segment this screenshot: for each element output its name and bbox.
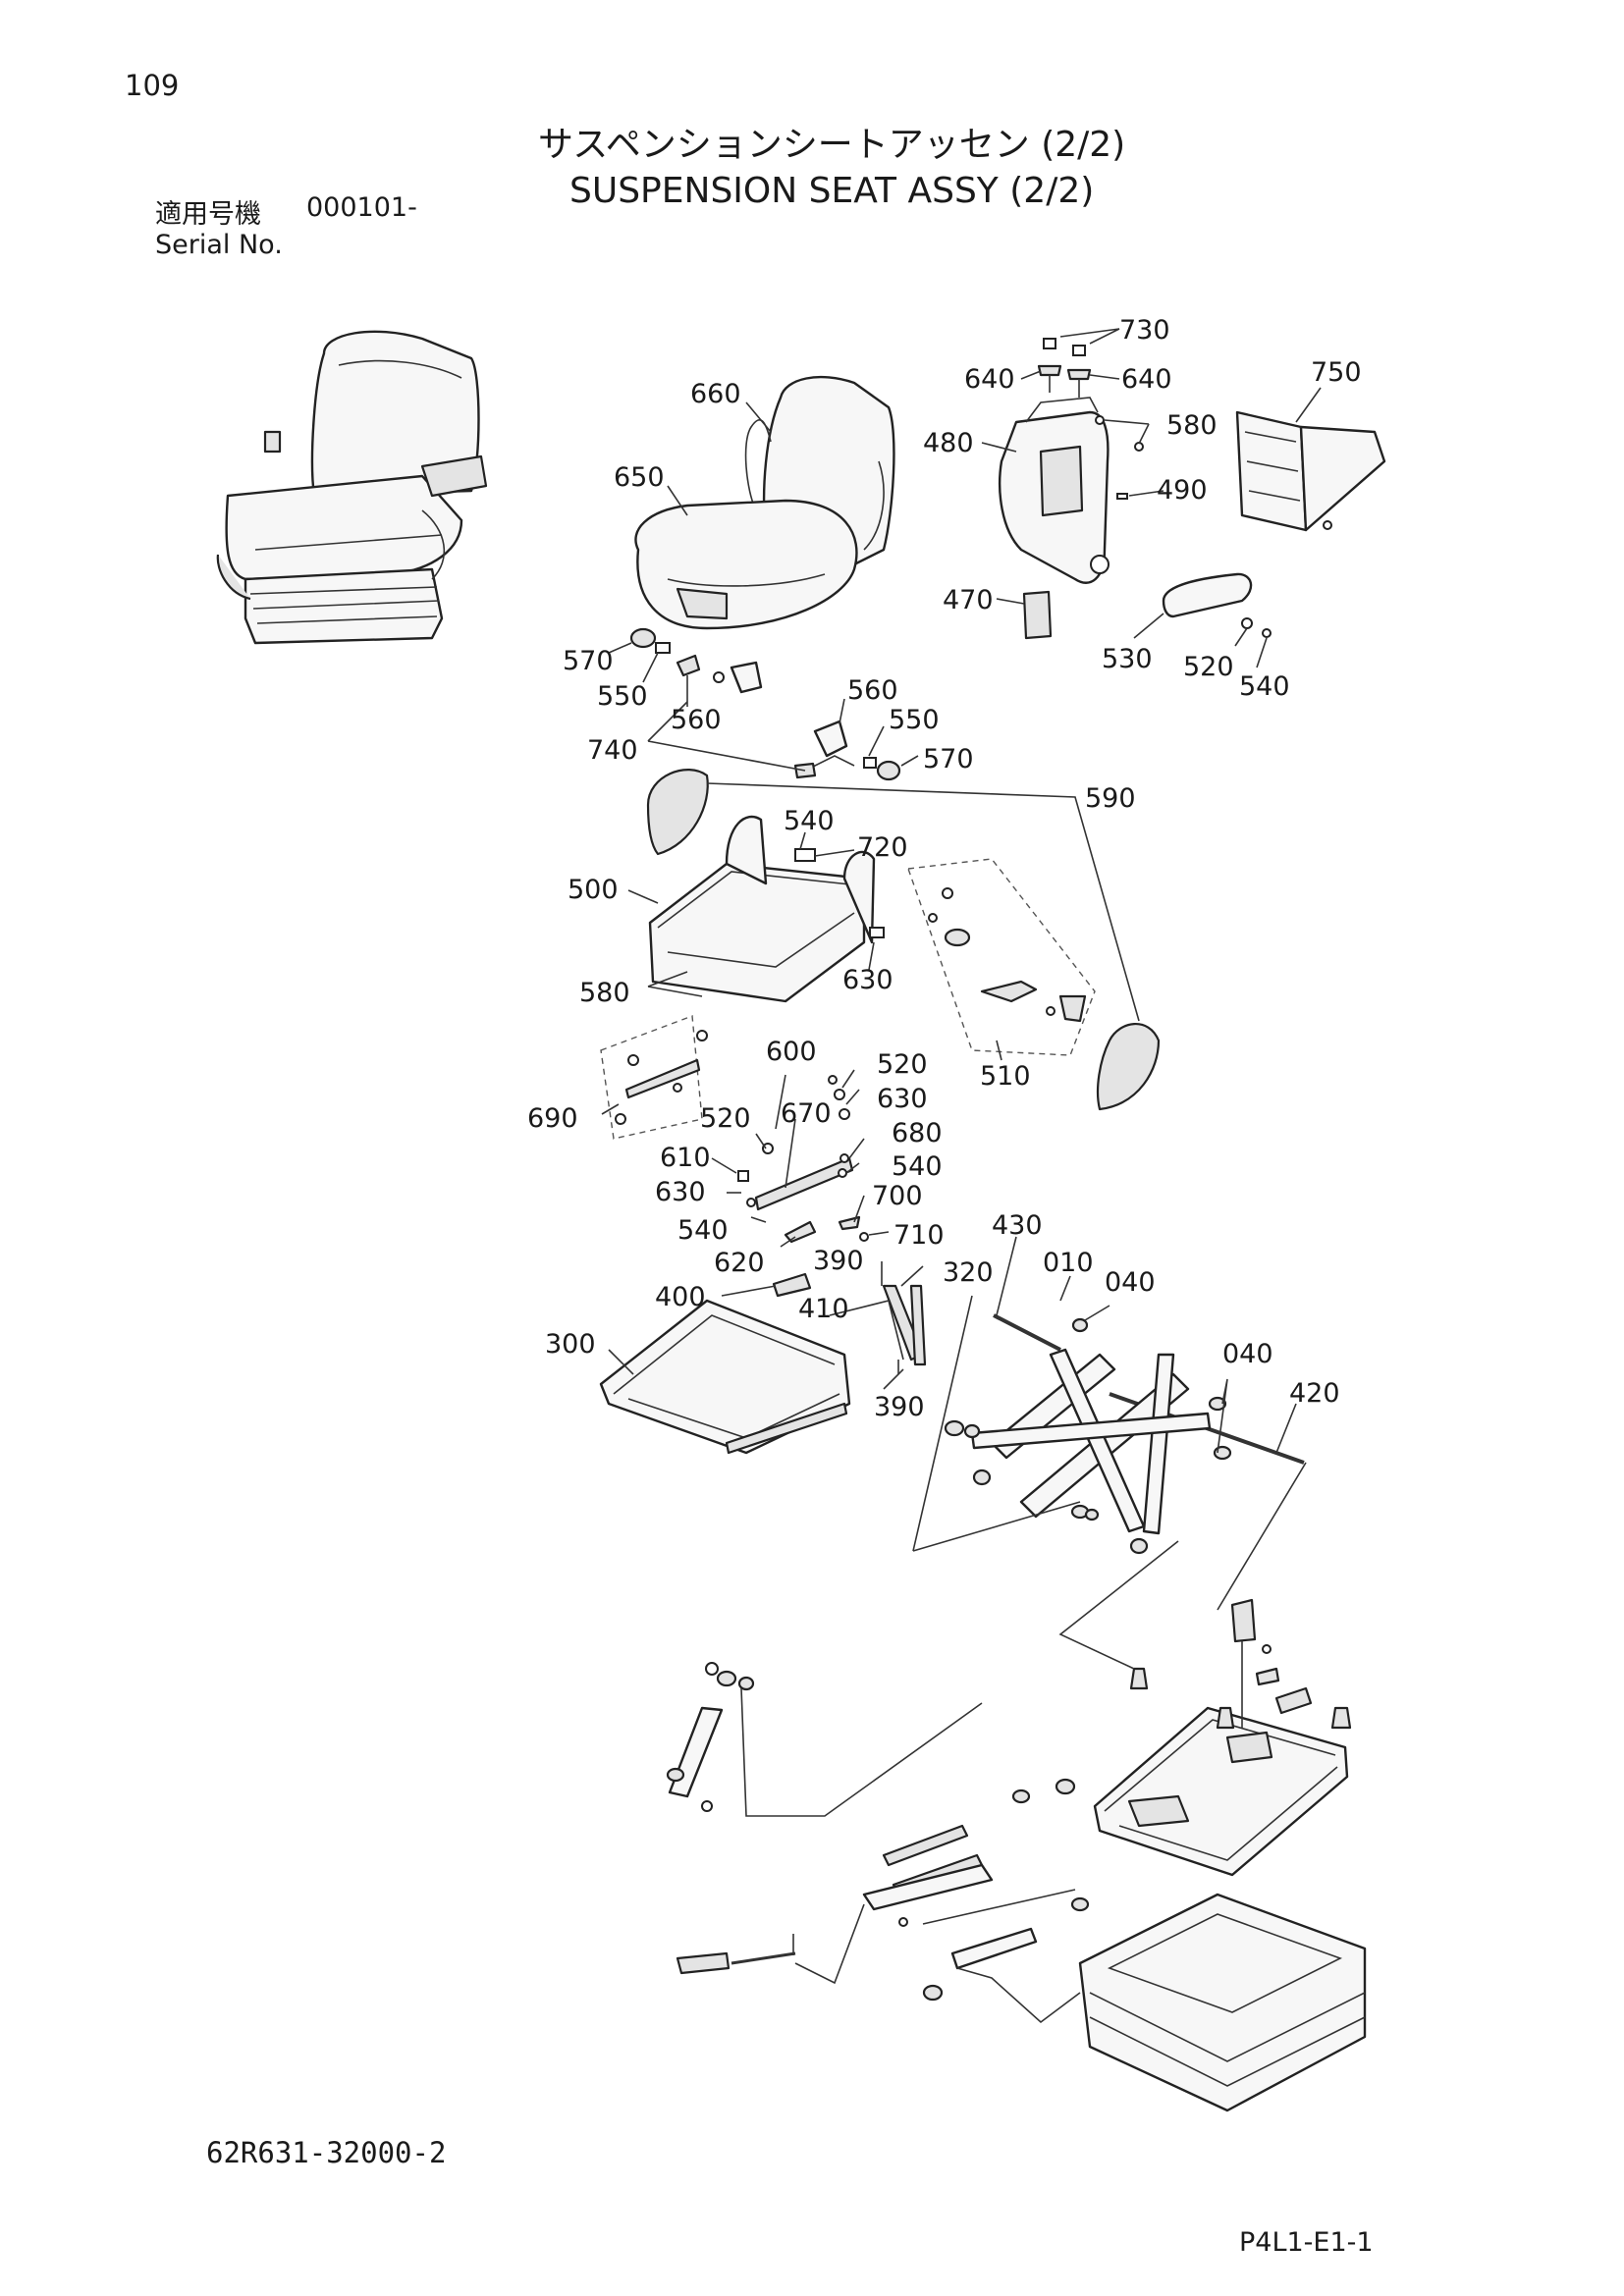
part-650-seat-cushion: [634, 499, 858, 630]
part-300-base-plate: [599, 1272, 851, 1455]
callout-580: 580: [1166, 410, 1218, 441]
callout-560: 560: [847, 675, 898, 706]
callout-710: 710: [893, 1220, 945, 1251]
callout-490: 490: [1157, 475, 1208, 506]
callout-700: 700: [872, 1181, 923, 1211]
callout-540: 540: [892, 1151, 943, 1182]
part-base-plate-lower: [1093, 1598, 1352, 1877]
callout-390: 390: [813, 1246, 864, 1276]
callout-630: 630: [877, 1084, 928, 1114]
page-code: P4L1-E1-1: [1239, 2227, 1374, 2258]
callout-630: 630: [655, 1177, 706, 1207]
part-480-back-frame: [999, 397, 1110, 584]
callout-040: 040: [1105, 1267, 1156, 1298]
callout-420: 420: [1289, 1378, 1340, 1409]
callout-620: 620: [714, 1248, 765, 1278]
part-530-armrest: [1162, 572, 1272, 638]
callout-540: 540: [677, 1215, 729, 1246]
callout-550: 550: [597, 681, 648, 712]
callout-640: 640: [964, 364, 1015, 395]
part-510-lever-assembly: [907, 858, 1096, 1056]
callout-750: 750: [1311, 357, 1362, 388]
callout-540: 540: [784, 806, 835, 836]
part-470-block: [1022, 590, 1053, 640]
document-code: 62R631-32000-2: [206, 2136, 447, 2169]
callout-480: 480: [923, 428, 974, 458]
callout-660: 660: [690, 379, 741, 409]
page-title-english: SUSPENSION SEAT ASSY (2/2): [569, 171, 1095, 211]
part-320-390-410-link: [881, 1261, 927, 1374]
callout-670: 670: [781, 1098, 832, 1129]
seat-assembly-overview: [216, 330, 488, 645]
callout-390: 390: [874, 1392, 925, 1422]
serial-label-japanese: 適用号機: [155, 199, 261, 230]
callout-560: 560: [671, 705, 722, 735]
part-570-550-560-fittings: [629, 627, 901, 781]
callout-labels: 730 640 640 750 660 580 480 490 650 470 …: [527, 315, 1362, 1422]
callout-320: 320: [943, 1257, 994, 1288]
callout-300: 300: [545, 1329, 596, 1360]
callout-650: 650: [614, 462, 665, 493]
part-500-seat-frame: [648, 815, 885, 1003]
leader-lines: [601, 328, 1322, 2024]
callout-430: 430: [992, 1210, 1043, 1241]
serial-value: 000101-: [306, 192, 417, 223]
part-690-rail-set: [600, 1015, 708, 1140]
callout-610: 610: [660, 1143, 711, 1173]
callout-600: 600: [766, 1037, 817, 1067]
callout-550: 550: [889, 705, 940, 735]
callout-590: 590: [1085, 783, 1136, 814]
page-title-japanese: サスペンションシートアッセン (2/2): [538, 125, 1126, 165]
callout-410: 410: [798, 1294, 849, 1324]
part-750-storage-box: [1235, 410, 1386, 532]
part-bellows-cover: [1078, 1893, 1367, 2112]
callout-570: 570: [923, 744, 974, 774]
callout-010: 010: [1043, 1248, 1094, 1278]
callout-520: 520: [700, 1103, 751, 1134]
callout-690: 690: [527, 1103, 578, 1134]
callout-680: 680: [892, 1118, 943, 1148]
part-spring-assembly: [862, 1778, 1090, 1927]
serial-label-english: Serial No.: [155, 230, 283, 260]
callout-520: 520: [877, 1049, 928, 1080]
callout-510: 510: [980, 1061, 1031, 1092]
callout-400: 400: [655, 1282, 706, 1312]
part-590-side-covers: [646, 769, 1161, 1111]
part-scissor-mechanism: [944, 1313, 1305, 1555]
callout-520: 520: [1183, 652, 1234, 682]
part-adjust-rod: [676, 1927, 1038, 2002]
callout-570: 570: [563, 646, 614, 676]
part-shock-absorber: [666, 1662, 755, 1812]
callout-640: 640: [1121, 364, 1172, 395]
callout-730: 730: [1119, 315, 1170, 346]
callout-040: 040: [1222, 1339, 1273, 1369]
callout-720: 720: [857, 832, 908, 863]
callout-540: 540: [1239, 671, 1290, 702]
callout-530: 530: [1102, 644, 1153, 674]
callout-630: 630: [842, 965, 893, 995]
callout-580: 580: [579, 978, 630, 1008]
callout-470: 470: [943, 585, 994, 615]
page-number: 109: [125, 69, 180, 102]
callout-500: 500: [568, 875, 619, 905]
callout-740: 740: [587, 735, 638, 766]
